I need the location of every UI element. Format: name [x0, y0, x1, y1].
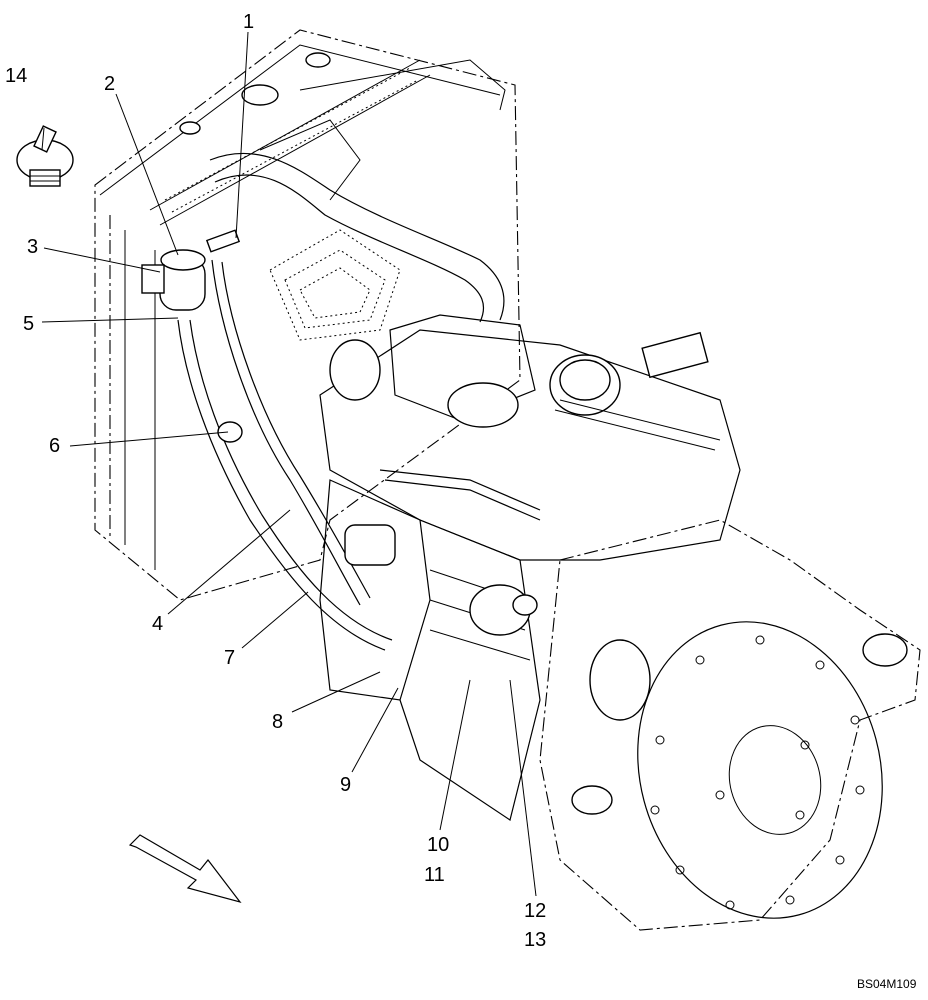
callout-labels: 1 2 3 4 5 6 7 8 9 10 11 12 13 14	[5, 11, 546, 951]
callout-1: 1	[243, 11, 254, 33]
callout-10: 10	[427, 834, 449, 856]
callout-11: 11	[424, 864, 445, 886]
callout-8: 8	[272, 711, 283, 733]
callout-9: 9	[340, 774, 351, 796]
callout-13: 13	[524, 929, 546, 951]
engine-block	[319, 314, 741, 821]
reservoir-and-hoses	[141, 229, 393, 651]
callout-7: 7	[224, 647, 235, 669]
callout-12: 12	[524, 900, 546, 922]
radiator-assembly	[94, 29, 521, 601]
flywheel-bolt-holes	[650, 635, 865, 910]
flywheel-housing	[539, 519, 921, 931]
front-direction-arrow	[128, 834, 242, 904]
drawing-code: BS04M109	[857, 977, 917, 991]
callout-4: 4	[152, 613, 163, 635]
radiator-cap	[16, 125, 74, 187]
callout-14: 14	[5, 65, 27, 87]
callout-3: 3	[27, 236, 38, 258]
leader-lines	[41, 31, 537, 897]
callout-5: 5	[23, 313, 34, 335]
callout-6: 6	[49, 435, 60, 457]
callout-2: 2	[104, 73, 115, 95]
